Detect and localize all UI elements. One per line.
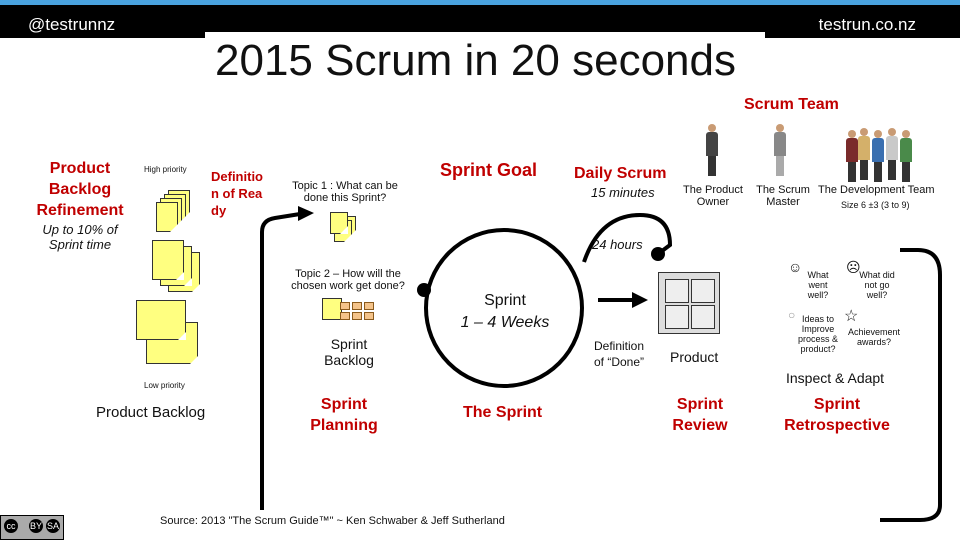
went-well-text: What went well? (807, 270, 829, 300)
developer-figure (856, 128, 872, 180)
sprint-review-label: Sprint Review (672, 396, 728, 434)
task-note (352, 312, 362, 320)
source-citation: Source: 2013 "The Scrum Guide™" ~ Ken Sc… (160, 515, 505, 527)
developer-figure (844, 130, 860, 182)
sprint-circle (424, 228, 584, 388)
daily-scrum-dot (651, 247, 665, 261)
task-note (340, 302, 350, 310)
scrum-master-label: The Scrum Master (756, 184, 810, 208)
developer-figure (898, 130, 914, 182)
team-size-label: Size 6 ±3 (3 to 9) (841, 200, 910, 210)
backlog-item (152, 240, 184, 280)
awards-text: Achievement awards? (847, 327, 901, 347)
lightbulb-icon: ○ (788, 308, 796, 322)
star-icon: ☆ (844, 308, 859, 325)
planning-topic-1: Topic 1 : What can be done this Sprint? (292, 180, 398, 204)
low-priority-label: Low priority (144, 381, 185, 390)
sprint-retrospective-label: Sprint Retrospective (784, 396, 890, 434)
hours-label: 24 hours (592, 237, 643, 252)
ideas-text: Ideas to Improve process & product? (797, 314, 839, 354)
sprint-start-dot (417, 283, 431, 297)
refinement-note: Up to 10% of Sprint time (42, 222, 118, 252)
sa-icon: SA (46, 519, 60, 533)
dor-to-sprint-arrow (260, 212, 301, 510)
sprint-item (322, 298, 342, 320)
site-link[interactable]: testrun.co.nz (818, 15, 916, 34)
high-priority-label: High priority (144, 165, 187, 174)
refinement-title: Product Backlog Refinement (36, 160, 124, 219)
sprint-planning-label: Sprint Planning (310, 396, 378, 434)
the-sprint-label: The Sprint (463, 404, 543, 421)
daily-scrum-loop (582, 212, 673, 263)
sprint-item (330, 212, 348, 234)
developer-figure (870, 130, 886, 182)
definition-of-done: Definition of “Done” (594, 339, 645, 369)
daily-scrum-duration: 15 minutes (591, 185, 655, 200)
not-well-text: What did not go well? (859, 270, 895, 300)
cc-icon: cc (4, 519, 18, 533)
planning-topic-2: Topic 2 – How will the chosen work get d… (291, 268, 405, 292)
backlog-item (136, 300, 186, 340)
dor-arrowhead (298, 206, 314, 221)
task-note (364, 302, 374, 310)
by-icon: BY (29, 519, 43, 533)
inspect-adapt-label: Inspect & Adapt (786, 370, 885, 386)
sprint-goal: Sprint Goal (440, 160, 538, 180)
page-title: 2015 Scrum in 20 seconds (215, 36, 736, 85)
creative-commons-badge[interactable]: cc BY SA (0, 515, 64, 540)
smile-icon: ☺ (788, 259, 803, 275)
sprint-backlog-label: Sprint Backlog (324, 336, 374, 368)
task-note (352, 302, 362, 310)
task-note (340, 312, 350, 320)
backlog-item (156, 202, 178, 232)
product-increment (658, 272, 720, 334)
dev-team-label: The Development Team (818, 184, 935, 196)
task-note (364, 312, 374, 320)
header-bar: @testrunnz testrun.co.nz (0, 0, 960, 38)
sprint-name: Sprint (484, 292, 526, 309)
frown-icon: ☹ (846, 259, 861, 275)
product-label: Product (670, 349, 719, 365)
definition-of-ready: Definition of Ready (211, 169, 263, 218)
scrum-master-figure (768, 124, 792, 180)
twitter-handle[interactable]: @testrunnz (28, 15, 116, 34)
scrum-team-heading: Scrum Team (744, 96, 839, 113)
review-arrowhead (632, 292, 648, 308)
developer-figure (884, 128, 900, 180)
product-backlog-label: Product Backlog (96, 404, 206, 421)
retro-loop-line (880, 248, 942, 522)
daily-scrum-title: Daily Scrum (574, 165, 667, 182)
sprint-length: 1 – 4 Weeks (460, 314, 550, 331)
product-owner-label: The Product Owner (683, 184, 743, 208)
title-backdrop (205, 32, 765, 88)
product-owner-figure (700, 124, 724, 180)
